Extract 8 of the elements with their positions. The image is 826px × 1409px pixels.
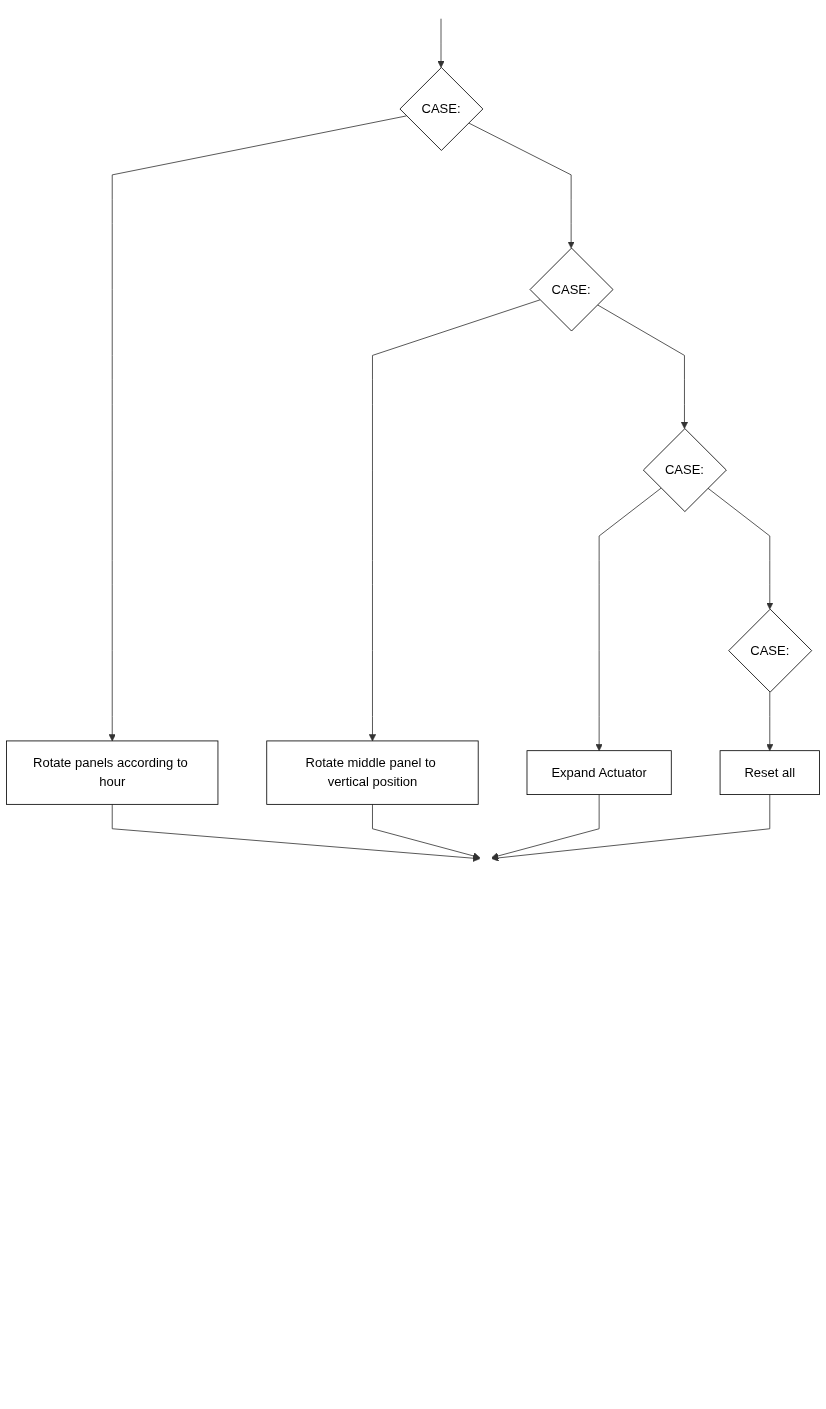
- process-box: Expand Actuator: [526, 750, 672, 795]
- process-box: Rotate middle panel to vertical position: [266, 740, 479, 805]
- decision-diamond: CASE:: [529, 247, 614, 332]
- decision-diamond: CASE:: [399, 67, 484, 151]
- decision-diamond: CASE:: [642, 428, 727, 512]
- process-box: Rotate panels according to hour: [6, 740, 219, 805]
- process-box: Reset all: [719, 750, 820, 795]
- decision-diamond: CASE:: [728, 608, 813, 693]
